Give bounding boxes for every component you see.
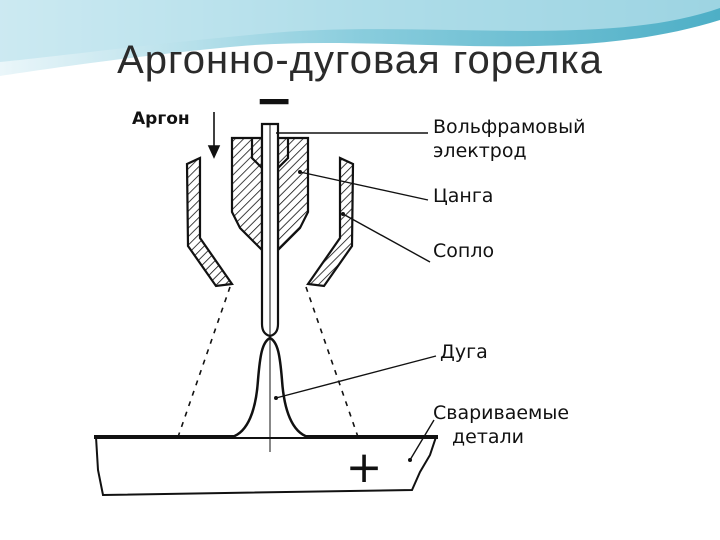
argon-label: Аргон: [132, 109, 190, 129]
workpiece-polarity-plus: +: [346, 442, 383, 493]
workpieces-label-line2: детали: [452, 426, 524, 448]
leader-lines: [275, 132, 437, 461]
nozzle: [185, 156, 355, 288]
gas-flow-lines: [177, 286, 359, 438]
tungsten-electrode-label-line2: электрод: [433, 140, 527, 162]
electrode-polarity-minus: −: [255, 88, 294, 127]
torch-diagram: − + Аргон Вольфрамовый электрод Цанга Со…: [94, 88, 585, 497]
leader-dots: [274, 170, 412, 462]
collet: [230, 136, 310, 253]
nozzle-label: Сопло: [433, 240, 494, 262]
tungsten-electrode-label-line1: Вольфрамовый: [433, 116, 585, 138]
argon-arrow: [207, 112, 221, 159]
slide-title: Аргонно-дуговая горелка: [117, 38, 603, 82]
tungsten-electrode: [260, 122, 280, 452]
workpieces-label-line1: Свариваемые: [433, 402, 569, 424]
workpiece: [94, 435, 438, 497]
arc-label: Дуга: [440, 341, 488, 363]
header-wave-decoration: [0, 0, 720, 90]
collet-label: Цанга: [433, 185, 493, 207]
